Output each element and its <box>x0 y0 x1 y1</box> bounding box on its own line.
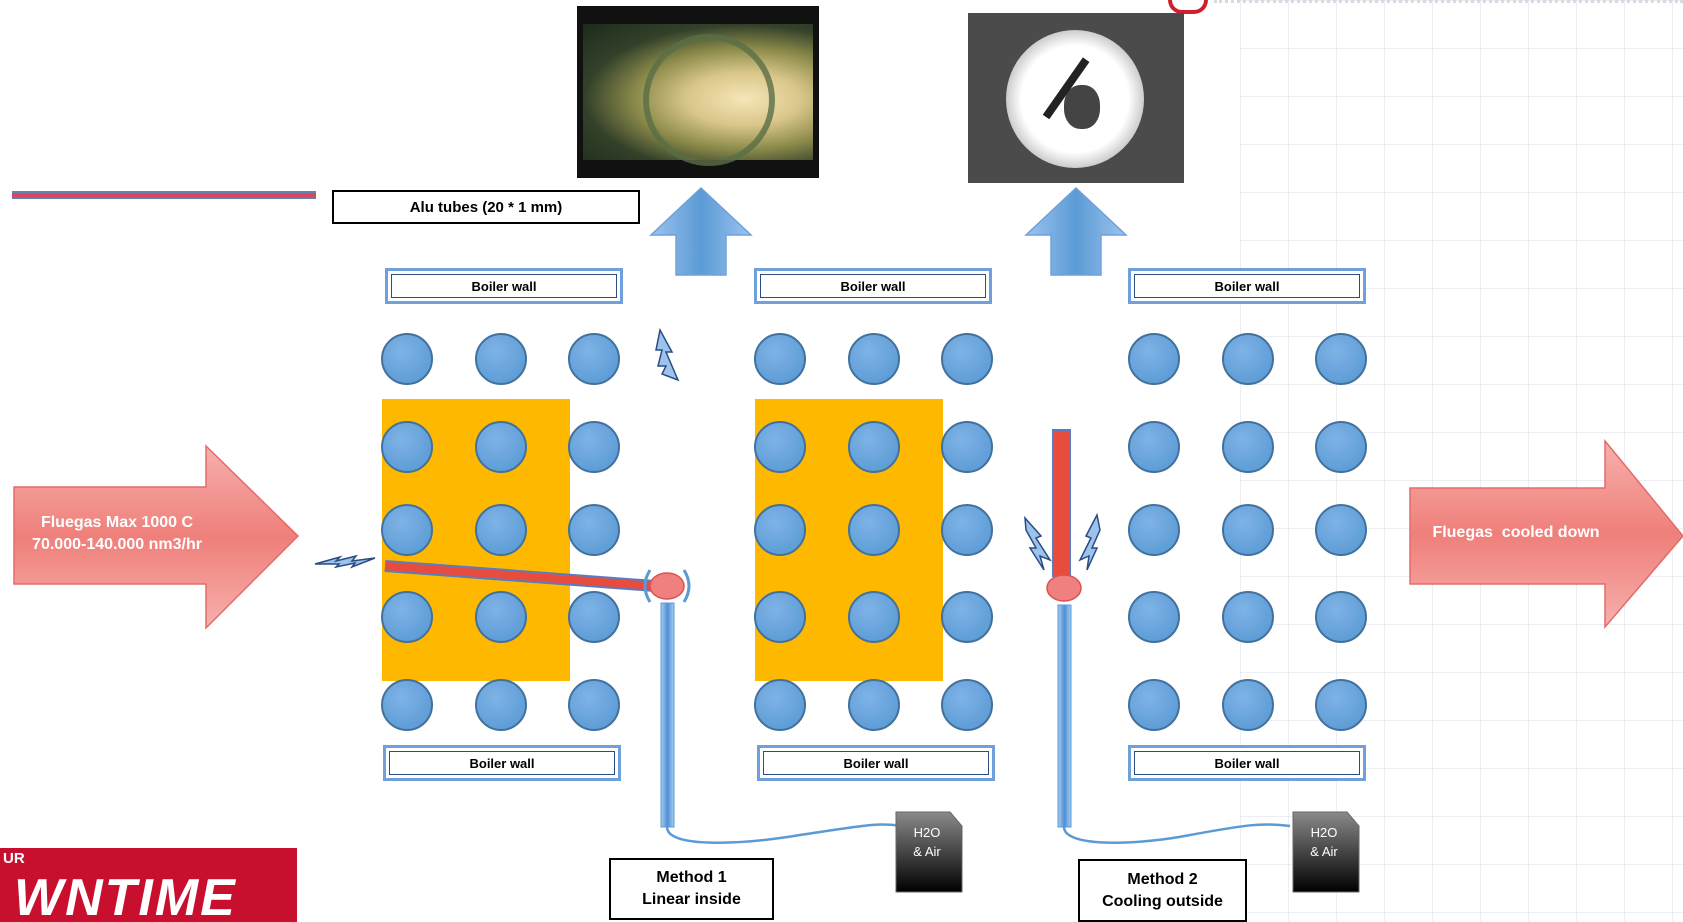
boiler-wall-bottom-2: Boiler wall <box>757 745 995 781</box>
method-1-label: Method 1 Linear inside <box>609 858 774 920</box>
fluegas-out-label: Fluegas cooled down <box>1432 524 1600 541</box>
company-logo: UR WNTIME <box>0 848 297 922</box>
hose-method-1 <box>665 823 901 844</box>
tube-bank-2 <box>754 333 993 731</box>
boiler-wall-label: Boiler wall <box>763 751 989 775</box>
h2o-label-2: H2O & Air <box>1293 823 1355 861</box>
pipe-method-2 <box>1057 604 1072 828</box>
camera-photo-method-2 <box>968 13 1184 183</box>
fluegas-in-line2: 70.000-140.000 nm3/hr <box>32 536 202 553</box>
method-title: Method 2 <box>1127 870 1198 888</box>
boiler-wall-label: Boiler wall <box>1134 751 1360 775</box>
boiler-wall-label: Boiler wall <box>391 274 617 298</box>
brand-logo-mark <box>1168 0 1208 14</box>
nozzle-method-1 <box>649 572 685 600</box>
legend-red-line <box>12 191 316 199</box>
fluegas-out-arrow <box>1409 438 1683 630</box>
h2o-line2: & Air <box>913 844 941 859</box>
method-subtitle: Linear inside <box>642 891 741 908</box>
tube-bank-1 <box>381 333 620 731</box>
boiler-wall-bottom-3: Boiler wall <box>1128 745 1366 781</box>
pipe-method-1 <box>660 602 675 828</box>
tube-bank-3 <box>1128 333 1367 731</box>
alu-tubes-label: Alu tubes (20 * 1 mm) <box>332 190 640 224</box>
h2o-container-2 <box>1292 811 1360 893</box>
lance-method-2 <box>1052 429 1071 577</box>
h2o-line1: H2O <box>913 825 941 840</box>
boiler-wall-label: Boiler wall <box>1134 274 1360 298</box>
fluegas-in-label: Fluegas Max 1000 C 70.000-140.000 nm3/hr <box>22 512 212 556</box>
logo-text-main: WNTIME <box>14 869 237 922</box>
method-subtitle: Cooling outside <box>1102 892 1223 910</box>
hose-method-2 <box>1062 823 1291 844</box>
camera-photo-method-1 <box>577 6 819 178</box>
boiler-wall-top-2: Boiler wall <box>754 268 992 304</box>
nozzle-method-2 <box>1046 574 1082 602</box>
logo-text-top: UR <box>3 850 25 867</box>
h2o-line2: & Air <box>1310 844 1338 859</box>
spark-icon <box>1024 515 1052 571</box>
h2o-container-1 <box>895 811 963 893</box>
boiler-wall-label: Boiler wall <box>760 274 986 298</box>
method-2-label: Method 2 Cooling outside <box>1078 859 1247 922</box>
boiler-wall-top-3: Boiler wall <box>1128 268 1366 304</box>
spark-icon <box>314 554 376 569</box>
boiler-wall-label: Boiler wall <box>389 751 615 775</box>
boiler-wall-top-1: Boiler wall <box>385 268 623 304</box>
spark-icon <box>1078 512 1101 571</box>
fluegas-in-line1: Fluegas Max 1000 C <box>40 514 194 531</box>
h2o-label-1: H2O & Air <box>896 823 958 861</box>
up-arrow-2 <box>1024 186 1128 276</box>
fluegas-in-arrow <box>13 444 300 630</box>
boiler-wall-bottom-1: Boiler wall <box>383 745 621 781</box>
header-dotted-line <box>1214 0 1683 15</box>
spark-icon <box>655 327 680 382</box>
method-title: Method 1 <box>656 869 727 886</box>
up-arrow-1 <box>649 186 753 276</box>
h2o-line1: H2O <box>1310 825 1338 840</box>
